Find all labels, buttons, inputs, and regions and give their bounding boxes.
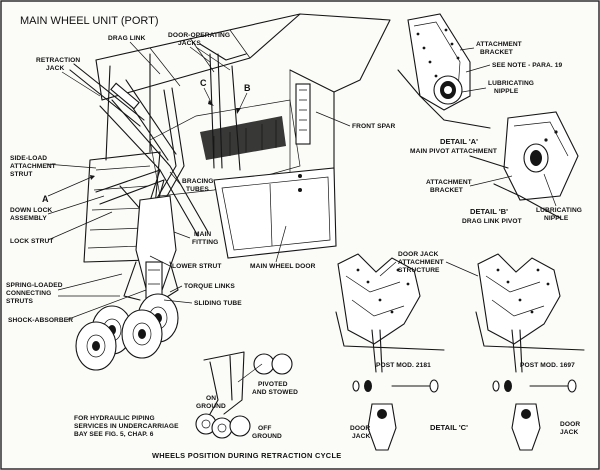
diagram-title: MAIN WHEEL UNIT (PORT): [20, 15, 159, 27]
label-pivoted-line1: PIVOTED: [258, 381, 288, 388]
label-spring-loaded-line1: SPRING-LOADED: [6, 282, 63, 289]
label-attachment-bracket-a-line2: BRACKET: [480, 49, 513, 56]
label-attachment-bracket-b-line2: BRACKET: [430, 187, 463, 194]
label-sliding-tube: SLIDING TUBE: [194, 300, 242, 307]
label-see-note: SEE NOTE - PARA. 19: [492, 62, 563, 69]
detail-b: ATTACHMENT BRACKET DETAIL 'B' DRAG LINK …: [426, 111, 582, 225]
hydraulic-note-line1: FOR HYDRAULIC PIPING: [74, 415, 155, 422]
label-door-jack-left-line1: DOOR: [350, 425, 370, 432]
detail-c-bolts: [352, 379, 577, 393]
main-leg-assembly: [69, 43, 247, 311]
label-spring-loaded-line3: STRUTS: [6, 298, 33, 305]
label-off-ground-line1: OFF: [258, 425, 271, 432]
label-on-ground-line1: ON: [206, 395, 216, 402]
label-door-jack-left-line2: JACK: [352, 433, 370, 440]
hydraulic-note-line2: SERVICES IN UNDERCARRIAGE: [74, 423, 179, 430]
label-on-ground-line2: GROUND: [196, 403, 226, 410]
retraction-caption: WHEELS POSITION DURING RETRACTION CYCLE: [152, 451, 342, 460]
label-side-load-line1: SIDE-LOAD: [10, 155, 47, 162]
detail-b-subtitle: DRAG LINK PIVOT: [462, 218, 522, 225]
label-door-jack-attach-line3: STRUCTURE: [398, 267, 440, 274]
label-lock-strut: LOCK STRUT: [10, 238, 54, 245]
label-door-jack-attach-line2: ATTACHMENT: [398, 259, 444, 266]
ref-letter-a: A: [42, 194, 49, 204]
label-door-jack-right-line2: JACK: [560, 429, 578, 436]
detail-a: ATTACHMENT BRACKET SEE NOTE - PARA. 19 L…: [397, 13, 563, 155]
label-down-lock-line2: ASSEMBLY: [10, 215, 47, 222]
label-retraction-jack-line1: RETRACTION: [36, 57, 80, 64]
label-main-fitting-line1: MAIN: [194, 231, 211, 238]
detail-c-title: DETAIL 'C': [430, 423, 468, 432]
label-spring-loaded-line2: CONNECTING: [6, 290, 51, 297]
label-attachment-bracket-b-line1: ATTACHMENT: [426, 179, 472, 186]
main-assembly-labels: DRAG LINK DOOR-OPERATING JACKS RETRACTIO…: [6, 32, 396, 324]
label-shock-absorber: SHOCK-ABSORBER: [8, 317, 73, 324]
ref-letter-c: C: [200, 78, 207, 88]
main-wheel-door: [213, 167, 337, 259]
label-post-mod-1697: POST MOD. 1697: [520, 362, 575, 369]
ref-letter-b: B: [244, 83, 251, 93]
label-front-spar: FRONT SPAR: [352, 123, 396, 130]
label-side-load-line2: ATTACHMENT: [10, 163, 56, 170]
label-door-jack-attach-line1: DOOR JACK: [398, 251, 439, 258]
label-retraction-jack-line2: JACK: [46, 65, 64, 72]
label-post-mod-2181: POST MOD. 2181: [376, 362, 431, 369]
label-lubricating-nipple-b-line1: LUBRICATING: [536, 207, 582, 214]
label-pivoted-line2: AND STOWED: [252, 389, 298, 396]
hydraulic-note-line3: BAY SEE FIG. 5, CHAP. 6: [74, 431, 154, 438]
detail-b-title: DETAIL 'B': [470, 207, 508, 216]
label-main-fitting-line2: FITTING: [192, 239, 218, 246]
label-door-operating-jacks-line1: DOOR-OPERATING: [168, 32, 230, 39]
label-attachment-bracket-a-line1: ATTACHMENT: [476, 41, 522, 48]
label-off-ground-line2: GROUND: [252, 433, 282, 440]
label-bracing-tubes-line1: BRACING: [182, 178, 213, 185]
detail-a-subtitle: MAIN PIVOT ATTACHMENT: [410, 148, 497, 155]
label-drag-link: DRAG LINK: [108, 35, 146, 42]
label-side-load-line3: STRUT: [10, 171, 32, 178]
detail-a-title: DETAIL 'A': [440, 137, 478, 146]
label-torque-links: TORQUE LINKS: [184, 283, 235, 290]
main-wheels: [75, 293, 179, 371]
label-main-wheel-door: MAIN WHEEL DOOR: [250, 263, 316, 270]
label-down-lock-line1: DOWN LOCK: [10, 207, 52, 214]
label-bracing-tubes-line2: TUBES: [186, 186, 209, 193]
label-lubricating-nipple-a-line2: NIPPLE: [494, 88, 519, 95]
hydraulic-note: FOR HYDRAULIC PIPING SERVICES IN UNDERCA…: [74, 415, 179, 438]
label-lower-strut: LOWER STRUT: [172, 263, 221, 270]
label-door-jack-right-line1: DOOR: [560, 421, 580, 428]
label-lubricating-nipple-b-line2: NIPPLE: [544, 215, 569, 222]
retraction-cycle-sketch: PIVOTED AND STOWED ON GROUND OFF GROUND …: [152, 351, 342, 460]
label-door-operating-jacks-line2: JACKS: [178, 40, 201, 47]
label-lubricating-nipple-a-line1: LUBRICATING: [488, 80, 534, 87]
detail-c: DOOR JACK ATTACHMENT STRUCTURE POST MOD.…: [335, 251, 585, 451]
